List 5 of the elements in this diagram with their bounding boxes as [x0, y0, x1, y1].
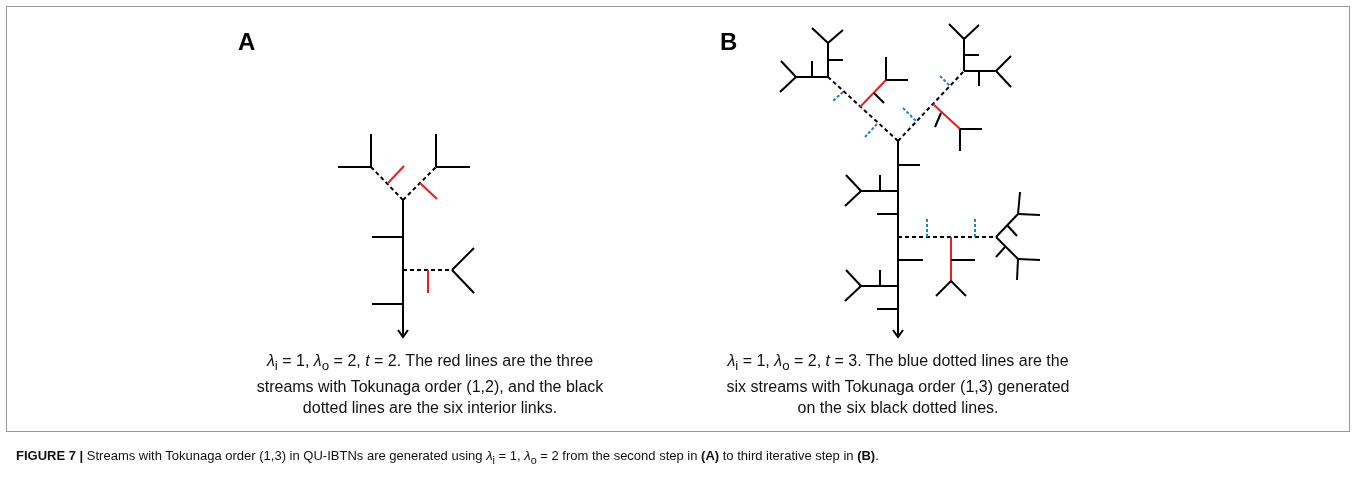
panel-label: A [238, 28, 257, 56]
figure-caption: FIGURE 7 | Streams with Tokunaga order (1,3) in QU-IBTNs are generated using λ$_{i}$ = 1, λ$_{o}$ = 2 from the second step in (A) to third iterative step in (B). [16, 448, 879, 466]
panel-caption: λ$_{i}$ = 1, λ$_{o}$ = 2, t = 2. The red lines are the three streams with Tokunaga order (1,2), and the black dotted lines are the six interior links. [255, 351, 605, 419]
panel-caption: λ$_{i}$ = 1, λ$_{o}$ = 2, t = 3. The blue dotted lines are the six streams with Tokunaga order (1,3) generated on the six black dotted lines. [725, 351, 1071, 419]
panel-label: B [720, 28, 739, 56]
